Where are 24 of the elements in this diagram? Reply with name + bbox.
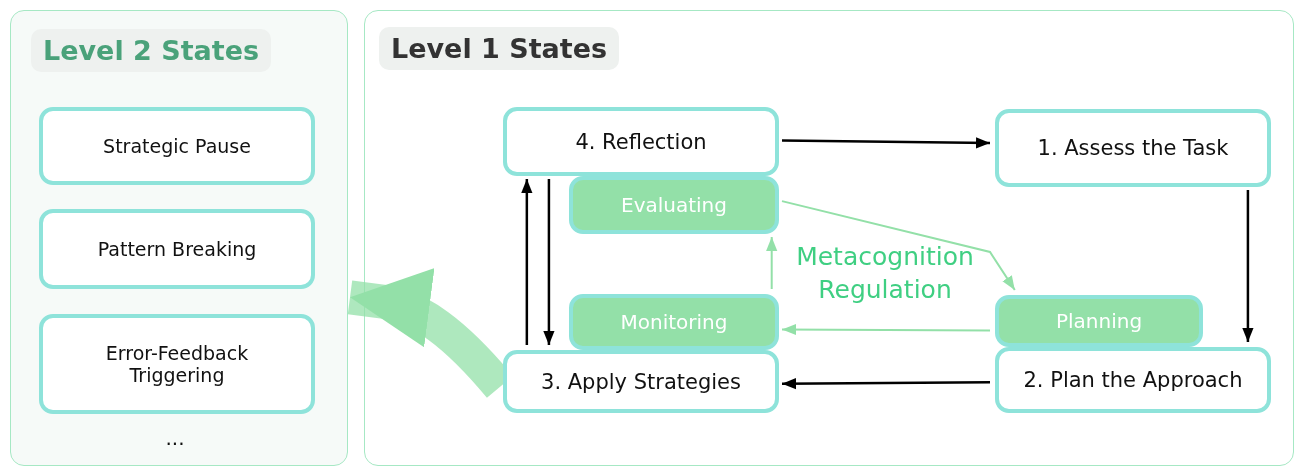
arrow — [781, 200, 1016, 291]
state-box: 3. Apply Strategies — [503, 350, 779, 413]
arrow — [782, 377, 990, 390]
cycle-label: Metacognition Regulation — [795, 241, 975, 306]
state-box: Pattern Breaking — [39, 209, 315, 289]
arrow — [1242, 190, 1254, 342]
state-tag: Evaluating — [569, 176, 779, 234]
arrow — [766, 236, 778, 290]
group-heading: Level 2 States — [31, 29, 272, 72]
arrow — [521, 179, 533, 345]
state-box: Strategic Pause — [39, 107, 315, 185]
state-tag: Planning — [995, 295, 1203, 347]
arrow — [543, 179, 555, 345]
ellipsis-text: ... — [164, 425, 186, 451]
state-box: 4. Reflection — [503, 107, 779, 176]
state-box: Error-Feedback Triggering — [39, 314, 315, 414]
group-panel — [10, 10, 348, 466]
state-box: 2. Plan the Approach — [995, 347, 1271, 413]
arrow — [782, 137, 990, 149]
state-tag: Monitoring — [569, 294, 779, 350]
arrow — [781, 323, 991, 336]
group-panel — [364, 10, 1294, 466]
group-heading: Level 1 States — [379, 27, 620, 70]
state-box: 1. Assess the Task — [995, 109, 1271, 187]
